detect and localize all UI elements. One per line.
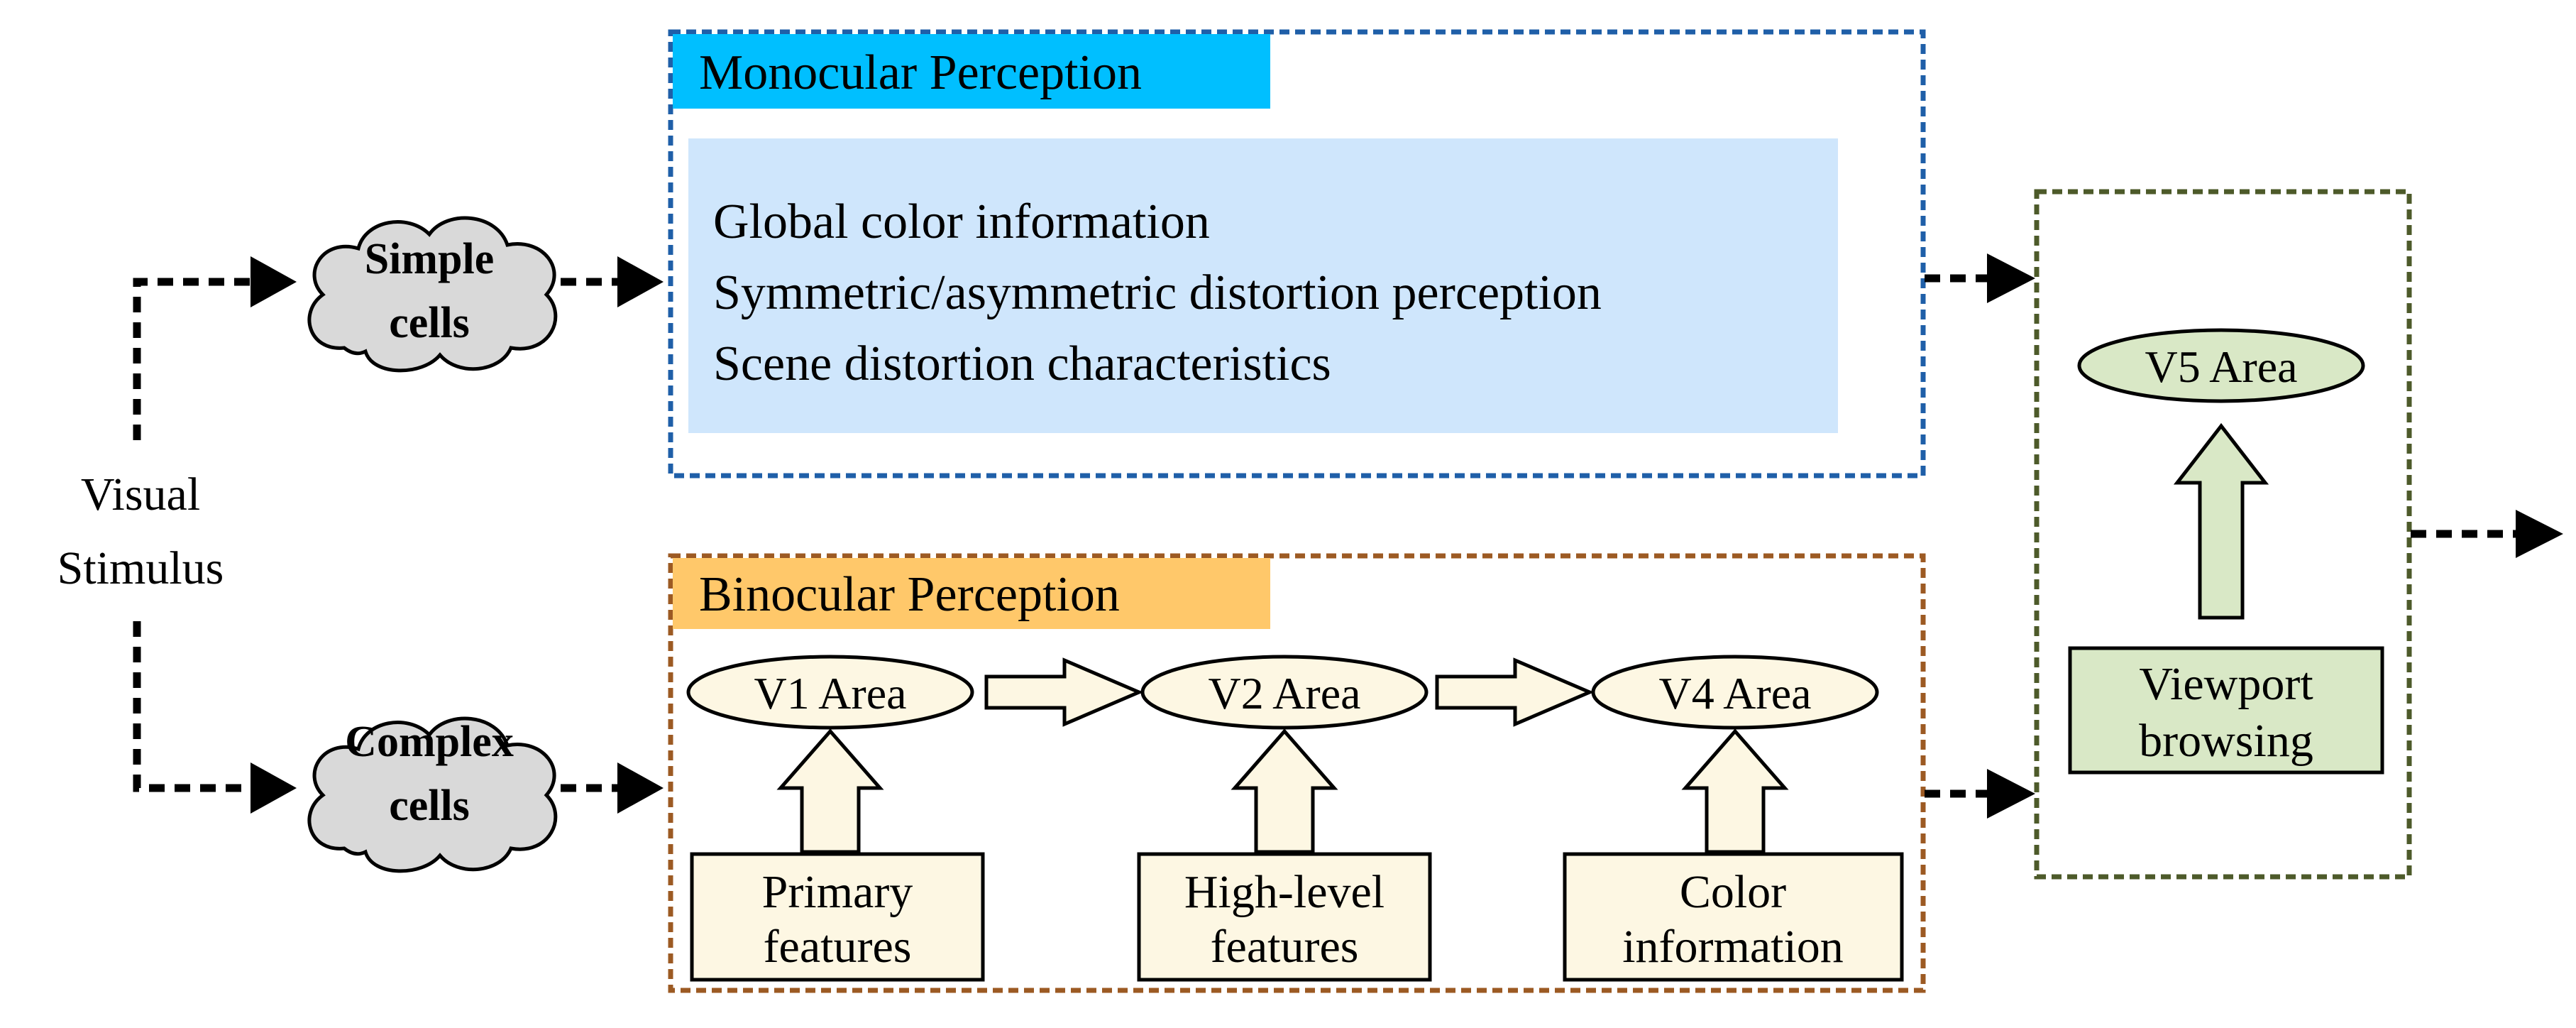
high-level-features-box [1137, 852, 1432, 982]
v5-area-ellipse [2077, 328, 2365, 403]
upper-branch-arrowhead [251, 256, 297, 307]
viewport-browsing-line2: browsing [2139, 715, 2313, 767]
output-arrowhead [2516, 510, 2563, 558]
monocular-item-distortion-perception: Symmetric/asymmetric distortion percepti… [713, 266, 1602, 320]
v1-to-v2-arrow [984, 657, 1144, 727]
simple-cells-line1: Simple [365, 235, 495, 283]
visual-stimulus-line1: Visual [81, 469, 200, 520]
binocular-to-viewport-arrowhead [1987, 769, 2035, 819]
lower-branch-line [133, 621, 254, 792]
monocular-to-viewport-arrowhead [1987, 253, 2035, 303]
primary-features-line2: features [764, 921, 912, 973]
viewport-to-v5-up-arrow [2173, 422, 2269, 620]
viewport-browsing-line1: Viewport [2139, 658, 2313, 710]
binocular-perception-panel: Binocular Perception V1 Area V2 Area V4 … [668, 553, 1926, 993]
cells-to-panel-connectors [561, 256, 664, 814]
monocular-title: Monocular Perception [699, 45, 1142, 100]
v2-to-v4-arrow [1435, 657, 1595, 727]
stimulus-branch-connectors [133, 256, 297, 814]
viewport-browsing-box [2068, 646, 2384, 775]
complex-cells-line1: Complex [345, 718, 514, 766]
primary-features-box [690, 852, 985, 982]
monocular-item-global-color: Global color information [713, 195, 1210, 249]
high-level-features-line2: features [1211, 921, 1359, 973]
monocular-item-scene-distortion: Scene distortion characteristics [713, 337, 1331, 391]
panels-to-viewport-connectors [1925, 253, 2035, 819]
v5-area-label: V5 Area [2145, 341, 2297, 392]
color-information-up-arrow [1681, 728, 1789, 854]
v1-area-ellipse [686, 655, 974, 730]
monocular-content-background [688, 138, 1838, 433]
output-connector [2411, 510, 2563, 558]
monocular-panel-border [668, 29, 1926, 479]
high-level-features-line1: High-level [1184, 866, 1385, 918]
binocular-title-background [673, 558, 1270, 629]
high-level-features-up-arrow [1231, 728, 1338, 854]
simple-to-monocular-arrowhead [617, 256, 664, 307]
complex-to-binocular-arrowhead [617, 762, 664, 814]
monocular-perception-panel: Monocular Perception Global color inform… [668, 29, 1926, 479]
v1-area-label: V1 Area [754, 668, 906, 718]
binocular-title: Binocular Perception [699, 567, 1120, 622]
color-information-line1: Color [1680, 866, 1786, 918]
binocular-panel-border [668, 553, 1926, 993]
primary-features-up-arrow [776, 728, 884, 854]
simple-cells-node: Simple cells [309, 218, 556, 371]
complex-cells-line2: cells [389, 782, 470, 830]
viewport-panel: V5 Area Viewport browsing [2034, 189, 2412, 880]
color-information-line2: information [1622, 921, 1844, 973]
simple-cells-line2: cells [389, 299, 470, 347]
complex-cells-node: Complex cells [309, 718, 556, 871]
color-information-box [1563, 852, 1904, 982]
viewport-panel-border [2034, 189, 2412, 880]
lower-branch-arrowhead [251, 762, 297, 814]
visual-stimulus-label: Visual Stimulus [57, 469, 224, 594]
primary-features-line1: Primary [762, 866, 913, 918]
monocular-title-background [673, 34, 1270, 109]
v4-area-label: V4 Area [1658, 668, 1811, 718]
visual-stimulus-line2: Stimulus [57, 542, 224, 594]
upper-branch-line [133, 278, 254, 440]
v2-area-label: V2 Area [1208, 668, 1360, 718]
